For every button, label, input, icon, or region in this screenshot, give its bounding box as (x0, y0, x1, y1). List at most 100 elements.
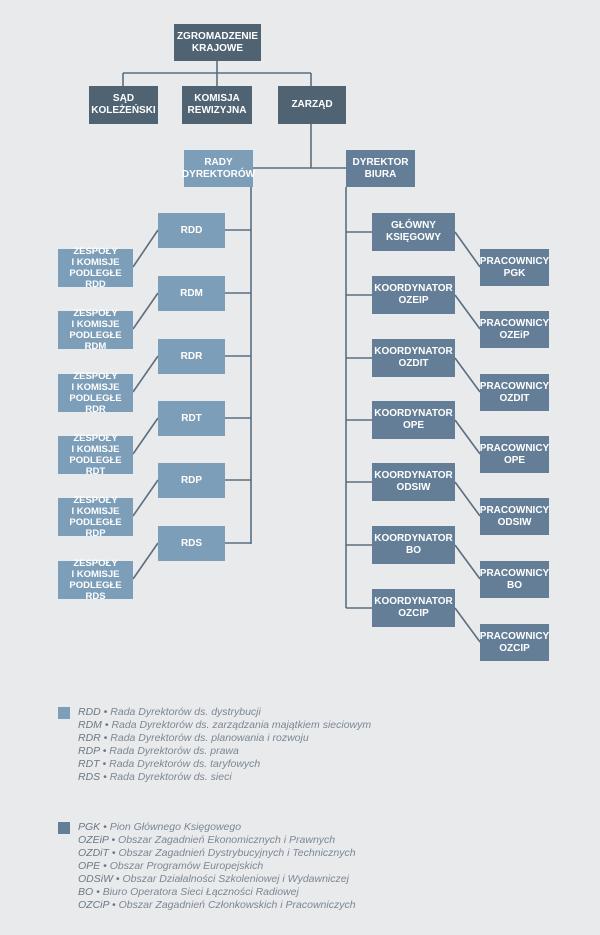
connector-rada-team-5 (132, 542, 159, 580)
legend-biuro-row: OZDiT • Obszar Zagadnień Dystrybucyjnych… (78, 847, 598, 860)
biuro-unit-2-box: KOORDYNATOR OZDIT (372, 339, 455, 377)
pracownicy-0-box: PRACOWNICY PGK (480, 249, 549, 286)
pracownicy-5-box: PRACOWNICY BO (480, 561, 549, 598)
rada-rdp-box: RDP (158, 463, 225, 498)
zespoly-rdt-box: ZESPOŁY I KOMISJE PODLEGŁE RDT (58, 433, 133, 477)
biuro-unit-5-box: KOORDYNATOR BO (372, 526, 455, 564)
legend-rady-abbr: RDM (78, 719, 102, 731)
zespoly-rdm-box: ZESPOŁY I KOMISJE PODLEGŁE RDM (58, 308, 133, 352)
zgromadzenie-krajowe-box: ZGROMADZENIE KRAJOWE (174, 24, 261, 61)
bullet-icon: • (101, 719, 112, 731)
connector-biuro-staff-5 (454, 544, 481, 580)
connector-biuro-staff-4 (454, 481, 481, 517)
legend-biuro-swatch (58, 822, 70, 834)
legend-biuro-text: Obszar Działalności Szkoleniowej i Wydaw… (122, 873, 349, 885)
connector-rada-team-3 (132, 417, 159, 455)
connector-rada-team-2 (132, 355, 159, 393)
legend-rady-row: RDM • Rada Dyrektorów ds. zarządzania ma… (78, 719, 598, 732)
legend-rady-abbr: RDR (78, 732, 101, 744)
rada-rdr-box: RDR (158, 339, 225, 374)
legend-rady-row: RDP • Rada Dyrektorów ds. prawa (78, 745, 598, 758)
legend-biuro-abbr: OZEiP (78, 834, 109, 846)
komisja-rewizyjna-box: KOMISJA REWIZYJNA (182, 86, 252, 124)
rada-rdd-box: RDD (158, 213, 225, 248)
zespoly-rds-box: ZESPOŁY I KOMISJE PODLEGŁE RDS (58, 558, 133, 602)
bullet-icon: • (108, 834, 119, 846)
connector-biuro-staff-3 (454, 419, 481, 455)
biuro-unit-6-box: KOORDYNATOR OZCIP (372, 589, 455, 627)
bullet-icon: • (100, 821, 110, 833)
connector-biuro-staff-2 (454, 357, 481, 393)
legend-rady-text: Rada Dyrektorów ds. sieci (109, 771, 232, 783)
pracownicy-3-box: PRACOWNICY OPE (480, 436, 549, 473)
legend-biuro-text: Obszar Programów Europejskich (109, 860, 264, 872)
legend-rady-text: Rada Dyrektorów ds. dystrybucji (110, 706, 261, 718)
legend-biuro-text: Obszar Zagadnień Członkowskich i Pracown… (118, 899, 356, 911)
legend-biuro-text: Biuro Operatora Sieci Łączności Radiowej (102, 886, 299, 898)
connector-rada-team-1 (132, 292, 159, 330)
pracownicy-4-box: PRACOWNICY ODSIW (480, 498, 549, 535)
legend-biuro-text: Obszar Zagadnień Dystrybucyjnych i Techn… (118, 847, 356, 859)
zespoly-rdd-box: ZESPOŁY I KOMISJE PODLEGŁE RDD (58, 246, 133, 290)
legend-biuro-row: OZEiP • Obszar Zagadnień Ekonomicznych i… (78, 834, 598, 847)
pracownicy-1-box: PRACOWNICY OZEiP (480, 311, 549, 348)
legend-biuro-abbr: OZCiP (78, 899, 110, 911)
legend-rady-text: Rada Dyrektorów ds. planowania i rozwoju (110, 732, 309, 744)
zespoly-rdp-box: ZESPOŁY I KOMISJE PODLEGŁE RDP (58, 495, 133, 539)
legend-rady-abbr: RDD (78, 706, 101, 718)
bullet-icon: • (108, 847, 119, 859)
biuro-unit-1-box: KOORDYNATOR OZEIP (372, 276, 455, 314)
legend-biuro-abbr: OPE (78, 860, 101, 872)
legend-biuro-abbr: OZDiT (78, 847, 109, 859)
connector-biuro-staff-0 (454, 231, 481, 268)
zarzad-box: ZARZĄD (278, 86, 346, 124)
zespoly-rdr-box: ZESPOŁY I KOMISJE PODLEGŁE RDR (58, 371, 133, 415)
bullet-icon: • (109, 899, 119, 911)
legend-biuro-text: Pion Głównego Księgowego (109, 821, 242, 833)
legend-rady-row: RDS • Rada Dyrektorów ds. sieci (78, 771, 598, 784)
connector-rada-team-4 (132, 479, 159, 517)
connector-biuro-staff-6 (454, 607, 481, 643)
legend-rady-abbr: RDS (78, 771, 101, 783)
biuro-unit-0-box: GŁÓWNY KSIĘGOWY (372, 213, 455, 251)
legend-biuro-abbr: PGK (78, 821, 101, 833)
sad-kolezenski-box: SĄD KOLEŻEŃSKI (89, 86, 158, 124)
rada-rdt-box: RDT (158, 401, 225, 436)
legend-rady-text: Rada Dyrektorów ds. prawa (109, 745, 239, 757)
biuro-unit-4-box: KOORDYNATOR ODSIW (372, 463, 455, 501)
legend-rady-text: Rada Dyrektorów ds. taryfowych (109, 758, 261, 770)
legend-rady-row: RDT • Rada Dyrektorów ds. taryfowych (78, 758, 598, 771)
pracownicy-2-box: PRACOWNICY OZDIT (480, 374, 549, 411)
bullet-icon: • (93, 886, 103, 898)
bullet-icon: • (100, 732, 111, 744)
connector-rada-team-0 (132, 229, 159, 268)
dyrektor-biura-box: DYREKTOR BIURA (346, 150, 415, 187)
rada-rdm-box: RDM (158, 276, 225, 311)
legend-biuro-abbr: ODSiW (78, 873, 113, 885)
bullet-icon: • (99, 758, 110, 770)
bullet-icon: • (99, 745, 110, 757)
legend-rady-text: Rada Dyrektorów ds. zarządzania majątkie… (111, 719, 372, 731)
pracownicy-6-box: PRACOWNICY OZCIP (480, 624, 549, 661)
legend-biuro-row: OZCiP • Obszar Zagadnień Członkowskich i… (78, 899, 598, 912)
rada-rds-box: RDS (158, 526, 225, 561)
bullet-icon: • (100, 771, 110, 783)
org-chart-connectors (122, 61, 481, 643)
connector-biuro-staff-1 (454, 294, 481, 330)
legend-rady-abbr: RDT (78, 758, 100, 770)
legend-biuro-row: BO • Biuro Operatora Sieci Łączności Rad… (78, 886, 598, 899)
legend-biuro-row: ODSiW • Obszar Działalności Szkoleniowej… (78, 873, 598, 886)
legend-biuro-row: PGK • Pion Głównego Księgowego (78, 821, 598, 834)
bullet-icon: • (113, 873, 123, 885)
legend-biuro-row: OPE • Obszar Programów Europejskich (78, 860, 598, 873)
legend-rady-row: RDD • Rada Dyrektorów ds. dystrybucji (78, 706, 598, 719)
bullet-icon: • (100, 860, 110, 872)
legend-rady-swatch (58, 707, 70, 719)
rady-dyrektorow-box: RADY DYREKTORÓW (182, 150, 255, 187)
legend-rady-abbr: RDP (78, 745, 100, 757)
legend-rady-row: RDR • Rada Dyrektorów ds. planowania i r… (78, 732, 598, 745)
bullet-icon: • (100, 706, 111, 718)
legend-biuro-abbr: BO (78, 886, 94, 898)
biuro-unit-3-box: KOORDYNATOR OPE (372, 401, 455, 439)
legend-biuro-text: Obszar Zagadnień Ekonomicznych i Prawnyc… (118, 834, 336, 846)
